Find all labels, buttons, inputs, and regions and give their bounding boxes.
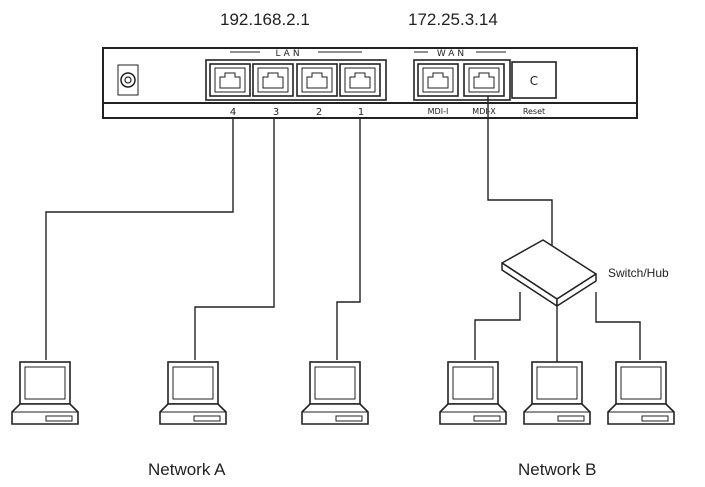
wan-port-label: MDI-X xyxy=(472,107,496,116)
router: LAN 4 3 2 1 WAN C MDI-I MDI-X Rese xyxy=(102,47,638,119)
cable-lan4 xyxy=(45,118,234,360)
network-b-label: Network B xyxy=(518,460,597,479)
wan-port-mdi-i[interactable] xyxy=(417,63,459,97)
cables xyxy=(45,96,641,362)
cable-switch-b3 xyxy=(595,292,641,360)
wan-ip-label: 172.25.3.14 xyxy=(408,10,498,29)
lan-port-4[interactable] xyxy=(209,63,251,97)
wan-port-mdi-x[interactable] xyxy=(463,63,505,97)
lan-ip-label: 192.168.2.1 xyxy=(220,10,310,29)
reset-button[interactable]: C xyxy=(511,61,557,99)
lan-port-group: LAN xyxy=(205,49,387,101)
lan-port-1[interactable] xyxy=(339,63,381,97)
cable-lan3 xyxy=(194,118,275,360)
lan-port-number: 3 xyxy=(273,107,279,118)
wan-group-label: WAN xyxy=(437,49,467,59)
cable-lan1 xyxy=(336,118,361,360)
lan-port-number: 1 xyxy=(358,107,364,118)
wan-port-label: MDI-I xyxy=(428,107,449,116)
lan-group-label: LAN xyxy=(275,49,302,59)
switch-hub-icon xyxy=(501,239,597,307)
lan-port-number: 2 xyxy=(316,107,322,118)
laptop-icon-a1 xyxy=(11,361,79,425)
cable-switch-b1 xyxy=(474,292,521,360)
laptop-icon-b2 xyxy=(523,361,591,425)
power-jack-icon xyxy=(117,64,139,96)
lan-port-number: 4 xyxy=(230,107,236,118)
laptop-icon-a3 xyxy=(301,361,369,425)
lan-port-2[interactable] xyxy=(296,63,338,97)
wan-port-group: WAN xyxy=(413,49,511,101)
network-a-label: Network A xyxy=(148,460,226,479)
switch-hub-label: Switch/Hub xyxy=(608,266,669,280)
reset-label: Reset xyxy=(523,107,545,116)
lan-port-3[interactable] xyxy=(252,63,294,97)
laptop-icon-a2 xyxy=(159,361,227,425)
reset-button-glyph: C xyxy=(530,74,538,88)
cable-wan xyxy=(487,96,553,246)
laptop-icon-b1 xyxy=(439,361,507,425)
laptop-icon-b3 xyxy=(607,361,675,425)
